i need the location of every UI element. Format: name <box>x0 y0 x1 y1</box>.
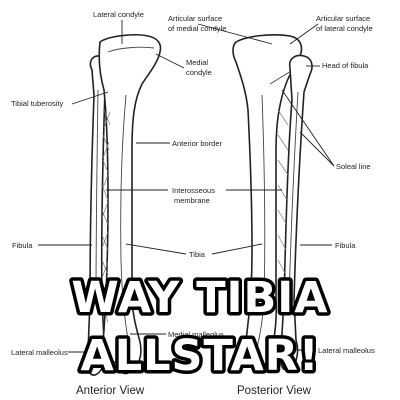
label-articular-lateral-line1: Articular surface <box>316 14 370 23</box>
leader-lines <box>38 20 335 353</box>
meme-caption-line2: ALLSTAR! <box>80 331 319 381</box>
label-articular-lateral-line2: of lateral condyle <box>316 24 373 33</box>
label-anterior-border: Anterior border <box>172 139 223 148</box>
label-tibial-tuberosity: Tibial tuberosity <box>11 99 63 108</box>
label-lateral-condyle: Lateral condyle <box>93 10 144 19</box>
posterior-view <box>232 34 313 371</box>
label-head-of-fibula: Head of fibula <box>322 61 369 70</box>
label-fibula-right: Fibula <box>335 241 356 250</box>
anterior-tibia-shape <box>98 34 162 375</box>
posterior-fibula-shape <box>279 54 313 371</box>
label-medial-malleolus: Medial malleolus <box>168 330 224 339</box>
label-interosseous-line1: Interosseous <box>172 186 215 195</box>
label-fibula-left: Fibula <box>12 241 33 250</box>
anterior-view <box>86 34 162 376</box>
label-articular-medial-line2: of medial condyle <box>168 24 226 33</box>
anterior-view-caption: Anterior View <box>76 385 145 397</box>
label-medial-condyle-line1: Medial <box>186 58 208 67</box>
label-lateral-malleolus-left: Lateral malleolus <box>11 348 68 357</box>
posterior-view-caption: Posterior View <box>237 385 312 397</box>
label-articular-medial-line1: Articular surface <box>168 14 222 23</box>
label-tibia: Tibia <box>189 250 206 259</box>
label-soleal-line: Soleal line <box>336 162 371 171</box>
anatomy-labels: Lateral condyle Articular surface of med… <box>11 10 375 357</box>
meme-caption-line1: WAY TIBIA <box>71 273 328 323</box>
label-interosseous-line2: membrane <box>174 196 210 205</box>
label-medial-condyle-line2: condyle <box>186 68 212 77</box>
label-lateral-malleolus-right: Lateral malleolus <box>318 346 375 355</box>
